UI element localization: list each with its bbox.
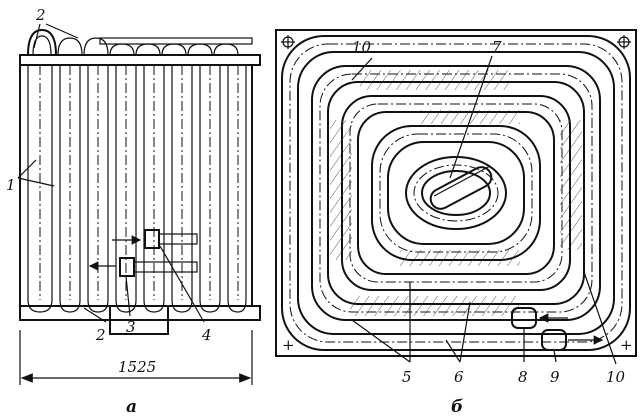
- bottom-box: [109, 305, 169, 335]
- top-plate: [19, 54, 261, 66]
- corner-plus-right: +: [620, 336, 633, 354]
- figure-b: + +: [275, 29, 637, 417]
- hatched-ribs: [330, 70, 582, 316]
- label-9: 9: [550, 368, 560, 386]
- top-collector-loops: [27, 28, 253, 56]
- fitting-upper: [144, 229, 160, 249]
- label-8: 8: [518, 368, 528, 386]
- label-2-bottom: 2: [95, 326, 106, 344]
- center-pipe: [429, 165, 493, 210]
- label-5: 5: [402, 368, 412, 386]
- figure-a: 1525 2 1 2 3 4 а: [6, 6, 261, 417]
- bottom-plate: [19, 305, 261, 321]
- fittings: [88, 229, 198, 277]
- label-2-top: 2: [35, 6, 46, 24]
- label-4: 4: [201, 326, 212, 344]
- label-6: 6: [454, 368, 464, 386]
- corner-crosshair-icon: [617, 35, 631, 49]
- label-3: 3: [126, 318, 136, 336]
- tube-bank: [27, 65, 247, 300]
- label-10-top: 10: [352, 38, 372, 56]
- caption-a: а: [126, 397, 137, 417]
- label-7: 7: [492, 38, 502, 56]
- label-10-right: 10: [606, 368, 626, 386]
- corner-crosshair-icon: [281, 35, 295, 49]
- inlet-pipe: [511, 307, 568, 329]
- corner-plus-left: +: [282, 336, 295, 354]
- fitting-lower: [119, 257, 135, 277]
- dimension-label: 1525: [118, 358, 156, 376]
- label-1: 1: [6, 176, 16, 194]
- caption-b: б: [451, 397, 463, 417]
- bottom-collector-loops: [27, 299, 247, 313]
